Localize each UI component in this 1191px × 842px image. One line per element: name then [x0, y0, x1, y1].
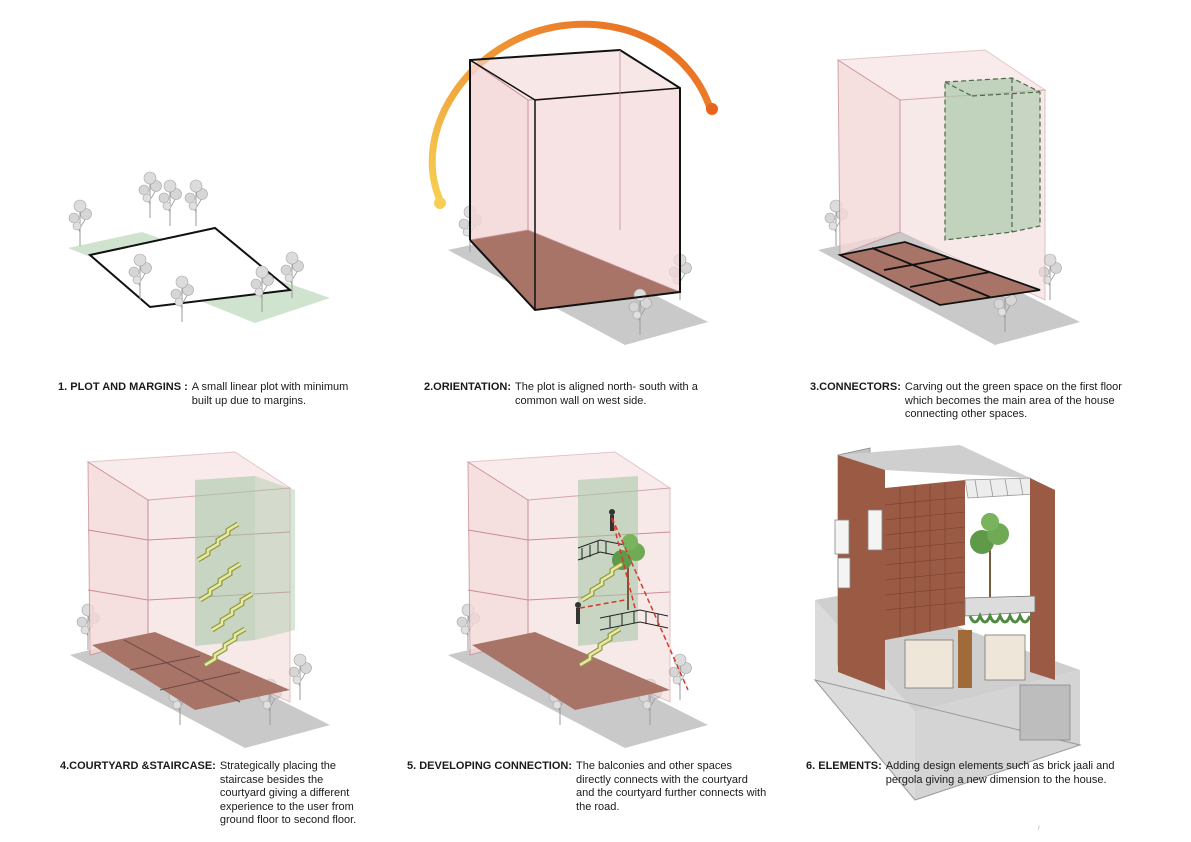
courtyard-floor — [92, 632, 290, 710]
plot-floor — [470, 230, 680, 310]
ground-floor-glazing — [904, 630, 1026, 689]
elements-rendering — [813, 445, 1082, 801]
caption-heading: 5. DEVELOPING CONNECTION: — [407, 760, 573, 772]
floor-grid-lines — [837, 241, 1041, 306]
balcony-railings — [577, 539, 669, 631]
orientation-diagram — [428, 20, 718, 345]
green-space-volume — [944, 77, 1041, 241]
caption-orientation: 2.ORIENTATION: The plot is aligned north… — [424, 381, 714, 408]
caption-heading: 6. ELEMENTS: — [806, 760, 882, 772]
entrance-gate — [1019, 684, 1071, 741]
sun-set-dot — [706, 103, 718, 115]
courtyard-volume — [578, 476, 638, 646]
caption-text: Strategically placing the staircase besi… — [219, 760, 357, 826]
plot-diagram — [68, 171, 330, 323]
balcony — [964, 595, 1036, 624]
jaali-pattern — [884, 483, 966, 637]
caption-text: The plot is aligned north- south with a … — [514, 381, 698, 407]
human-figures — [575, 509, 615, 624]
caption-connectors: 3.CONNECTORS: Carving out the green spac… — [810, 381, 1135, 422]
caption-heading: 3.CONNECTORS: — [810, 381, 901, 393]
brick-side-wall — [1030, 478, 1055, 680]
developing-connection-diagram — [448, 451, 708, 748]
caption-text: Adding design elements such as brick jaa… — [885, 760, 1115, 786]
caption-heading: 4.COURTYARD &STAIRCASE: — [60, 760, 216, 772]
connectors-diagram — [818, 49, 1080, 345]
courtyard-staircase-diagram — [70, 451, 330, 748]
caption-heading: 2.ORIENTATION: — [424, 381, 511, 393]
courtyard-tree — [970, 513, 1009, 600]
caption-elements: 6. ELEMENTS: Adding design elements such… — [806, 760, 1136, 787]
caption-courtyard-staircase: 4.COURTYARD &STAIRCASE: Strategically pl… — [60, 760, 370, 828]
floor-grid — [840, 242, 1040, 305]
courtyard-floor — [472, 632, 670, 710]
caption-text: Carving out the green space on the first… — [904, 381, 1122, 420]
caption-heading: 1. PLOT AND MARGINS : — [58, 381, 188, 393]
sun-rise-dot — [434, 197, 446, 209]
window-boxes — [834, 509, 883, 589]
sight-lines — [579, 517, 689, 691]
caption-text: The balconies and other spaces directly … — [576, 760, 767, 813]
caption-plot-and-margins: 1. PLOT AND MARGINS : A small linear plo… — [58, 381, 368, 408]
pergola — [964, 477, 1036, 499]
sun-path-arc — [428, 20, 714, 204]
caption-developing-connection: 5. DEVELOPING CONNECTION: The balconies … — [407, 760, 767, 814]
footer-mark: / — [1038, 826, 1040, 832]
boundary-wall-base — [813, 679, 1082, 801]
building-volume — [468, 48, 682, 312]
caption-text: A small linear plot with minimum built u… — [191, 381, 349, 407]
roof-parapet — [838, 445, 1030, 478]
